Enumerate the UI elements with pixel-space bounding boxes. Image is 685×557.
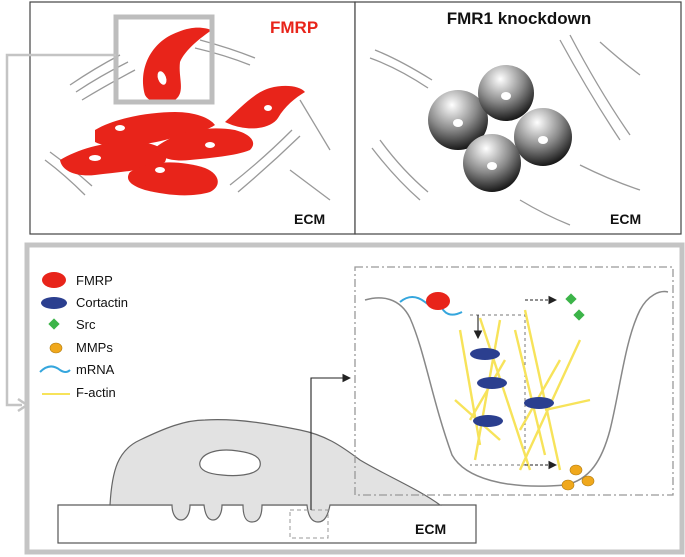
nucleus	[205, 142, 215, 148]
fmrp-cells	[60, 27, 305, 196]
zoom-highlight-box	[113, 14, 215, 105]
nucleus	[155, 167, 165, 173]
f-actin-filament	[468, 359, 507, 421]
f-actin-filament	[544, 398, 591, 412]
legend-label-f-actin: F-actin	[76, 385, 116, 400]
fmrp-panel-title: FMRP	[270, 18, 318, 37]
cortactin-molecule	[470, 348, 500, 360]
fmrp-legend-icon	[42, 272, 66, 288]
invading-cell-body	[109, 419, 442, 523]
ecm-label-top-left: ECM	[294, 211, 325, 227]
ecm-fibers-top-left	[44, 39, 331, 201]
invadopodium-membrane	[364, 290, 669, 487]
fmrp-cell	[155, 128, 254, 161]
src-molecule	[565, 293, 577, 305]
knockdown-panel-title: FMR1 knockdown	[447, 9, 592, 28]
mmp-molecules	[561, 464, 595, 491]
invadopodium-enlarged-frame	[354, 266, 674, 496]
ecm-substrate	[57, 504, 477, 544]
legend: FMRP Cortactin Src MMPs mRNA F-actin	[39, 272, 128, 400]
nucleus	[115, 125, 125, 131]
legend-label-fmrp: FMRP	[76, 273, 113, 288]
ecm-label-top-right: ECM	[610, 211, 641, 227]
nucleus	[157, 71, 167, 85]
cortactin-legend-icon	[41, 297, 67, 309]
nucleus	[501, 92, 511, 100]
f-actin-filament	[478, 317, 532, 471]
f-actin-filaments	[454, 309, 591, 471]
cortactin-molecule	[473, 415, 503, 427]
legend-label-mrna: mRNA	[76, 362, 115, 377]
mrna-legend-icon	[39, 365, 71, 373]
ecm-label-bottom: ECM	[415, 521, 446, 537]
ecm-fibers-top-right	[369, 34, 641, 226]
cortactin-molecule	[524, 397, 554, 409]
nucleus	[264, 105, 272, 111]
src-legend-icon	[48, 318, 60, 330]
zoom-connector-line	[5, 53, 116, 407]
f-actin-filament	[513, 329, 547, 456]
mmp-molecule	[569, 464, 583, 476]
fmrp-molecule	[426, 292, 450, 310]
cell-nucleus	[199, 449, 261, 477]
fmrp-cell	[143, 27, 212, 104]
legend-label-src: Src	[76, 317, 96, 332]
fmrp-cell	[127, 162, 218, 196]
src-molecules	[565, 293, 585, 321]
legend-label-mmps: MMPs	[76, 340, 113, 355]
mmp-legend-icon	[49, 342, 63, 354]
knockdown-cells	[428, 65, 572, 192]
cortactin-molecule	[477, 377, 507, 389]
nucleus	[89, 155, 101, 161]
mmp-molecule	[581, 475, 595, 487]
cortactin-molecules	[470, 348, 554, 427]
nucleus	[453, 119, 463, 127]
invadopodium-zoom-box	[289, 509, 329, 539]
legend-label-cortactin: Cortactin	[76, 295, 128, 310]
mmp-molecule	[561, 479, 575, 491]
invadopodium-zoom-arrow	[310, 373, 352, 510]
fmrp-cell	[60, 141, 167, 176]
src-molecule	[573, 309, 585, 321]
nucleus	[487, 162, 497, 170]
fmrp-cell	[95, 112, 215, 147]
nucleus	[538, 136, 548, 144]
fmrp-cell-nuclei	[89, 71, 272, 173]
f-actin-filament	[518, 359, 562, 431]
f-actin-filament	[458, 329, 482, 446]
